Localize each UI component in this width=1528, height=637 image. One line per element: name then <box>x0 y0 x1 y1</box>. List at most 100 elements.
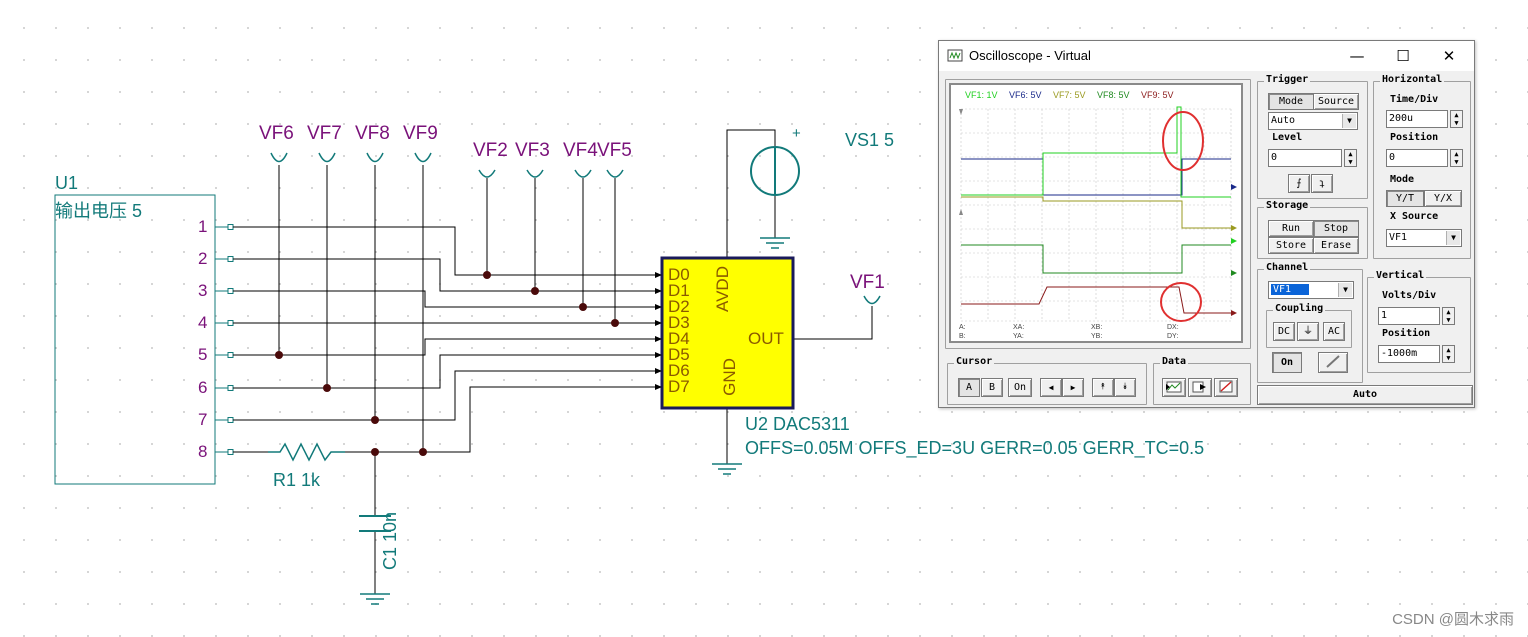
scope-display[interactable]: VF1: 1V VF6: 5V VF7: 5V VF8: 5V VF9: 5V <box>949 83 1243 343</box>
cursor-on-button[interactable]: On <box>1008 378 1032 397</box>
u1-name: U1 <box>55 173 79 193</box>
h-position-spinner[interactable]: ▲▼ <box>1450 149 1463 167</box>
trigger-mode-select[interactable]: Auto ▼ <box>1268 112 1358 130</box>
probe-vf7-label: VF7 <box>307 123 342 144</box>
dac-chip[interactable] <box>660 256 795 410</box>
minimize-button[interactable]: — <box>1349 47 1365 65</box>
coupling-ac-button[interactable]: AC <box>1323 322 1345 341</box>
data-clear-button[interactable] <box>1214 378 1238 397</box>
probe-vf9-label: VF9 <box>403 123 438 144</box>
cursor-a-button[interactable]: A <box>958 378 980 397</box>
channel-label-vf6: VF6: 5V <box>1009 90 1042 100</box>
u1-box[interactable] <box>54 194 216 485</box>
trigger-level-label: Level <box>1272 132 1303 143</box>
oscilloscope-window[interactable]: Oscilloscope - Virtual — ☐ ✕ VF1: 1V VF6… <box>938 40 1475 408</box>
auto-button[interactable]: Auto <box>1257 385 1473 405</box>
xsource-label: X Source <box>1390 211 1439 222</box>
dac-d4: D4 <box>668 329 690 348</box>
channel-select[interactable]: VF1 ▼ <box>1268 281 1354 299</box>
probe-symbols <box>270 152 881 305</box>
voltsdiv-label: Volts/Div <box>1382 290 1437 301</box>
h-mode-label: Mode <box>1390 174 1415 185</box>
pen-icon <box>1326 355 1340 368</box>
voltage-source-vs1[interactable] <box>750 146 800 196</box>
data-export-image-button[interactable] <box>1162 378 1186 397</box>
voltsdiv-spinner[interactable]: ▲▼ <box>1442 307 1455 325</box>
watermark: CSDN @圆木求雨 <box>1392 611 1514 628</box>
horizontal-group-title: Horizontal <box>1380 74 1445 85</box>
vertical-group: Vertical Volts/Div 1 ▲▼ Position -1000m … <box>1367 270 1471 373</box>
dac-d0: D0 <box>668 265 690 284</box>
storage-stop-button[interactable]: Stop <box>1313 220 1359 237</box>
vertical-group-title: Vertical <box>1374 270 1427 281</box>
v-position-spinner[interactable]: ▲▼ <box>1442 345 1455 363</box>
u1-pin-4: 4 <box>198 313 208 332</box>
close-button[interactable]: ✕ <box>1442 47 1456 65</box>
cursor-readout-dx: DX: <box>1167 324 1179 331</box>
data-export-data-button[interactable] <box>1188 378 1212 397</box>
trigger-source-button[interactable]: Source <box>1313 93 1359 110</box>
v-position-input[interactable]: -1000m <box>1378 345 1440 363</box>
title-bar[interactable]: Oscilloscope - Virtual — ☐ ✕ <box>939 41 1474 71</box>
trigger-level-spinner[interactable]: ▲▼ <box>1344 149 1357 167</box>
clear-icon <box>1219 380 1233 393</box>
mode-yx-button[interactable]: Y/X <box>1424 190 1462 207</box>
trigger-mode-button[interactable]: Mode <box>1268 93 1314 110</box>
cursor-readout-a: A: <box>959 324 966 331</box>
storage-erase-button[interactable]: Erase <box>1313 237 1359 254</box>
cursor-readout-b: B: <box>959 333 966 340</box>
waveform-plot <box>959 106 1237 322</box>
capacitor-c1[interactable] <box>359 515 391 532</box>
chevron-down-icon: ▼ <box>1342 114 1356 128</box>
data-group: Data <box>1153 356 1251 405</box>
cursor-readout-dy: DY: <box>1167 333 1179 340</box>
voltsdiv-input[interactable]: 1 <box>1378 307 1440 325</box>
wires <box>233 129 873 594</box>
data-group-title: Data <box>1160 356 1189 367</box>
coupling-dc-button[interactable]: DC <box>1273 322 1295 341</box>
junctions <box>275 271 619 456</box>
trigger-group-title: Trigger <box>1264 74 1311 85</box>
timediv-spinner[interactable]: ▲▼ <box>1450 110 1463 128</box>
cursor-down-button[interactable]: ⯯ <box>1114 378 1136 397</box>
probe-vf2-label: VF2 <box>473 140 508 161</box>
cursor-group: Cursor A B On ◀ ▶ ⯭ ⯯ <box>947 356 1147 405</box>
probe-vf3-label: VF3 <box>515 140 550 161</box>
storage-run-button[interactable]: Run <box>1268 220 1314 237</box>
trigger-rising-edge-button[interactable]: ⨍ <box>1288 174 1310 193</box>
dac-pin-markers <box>655 272 662 390</box>
maximize-button[interactable]: ☐ <box>1396 47 1410 65</box>
cursor-up-button[interactable]: ⯭ <box>1092 378 1114 397</box>
dac-d1: D1 <box>668 281 690 300</box>
cursor-right-button[interactable]: ▶ <box>1062 378 1084 397</box>
storage-group-title: Storage <box>1264 200 1311 211</box>
dac-gnd: GND <box>719 358 739 396</box>
coupling-gnd-button[interactable]: ⏚ <box>1297 322 1319 341</box>
xsource-select[interactable]: VF1 ▼ <box>1386 229 1462 247</box>
mode-yt-button[interactable]: Y/T <box>1386 190 1424 207</box>
trigger-falling-edge-button[interactable]: ʇ <box>1311 174 1333 193</box>
trigger-level-input[interactable]: 0 <box>1268 149 1342 167</box>
channel-label-vf7: VF7: 5V <box>1053 90 1086 100</box>
dac-params: OFFS=0.05M OFFS_ED=3U GERR=0.05 GERR_TC=… <box>745 438 1205 458</box>
channel-label-vf1: VF1: 1V <box>965 90 998 100</box>
ground-symbols <box>360 237 790 605</box>
dac-d2: D2 <box>668 297 690 316</box>
dac-out: OUT <box>748 329 784 348</box>
channel-group-title: Channel <box>1264 262 1311 273</box>
cursor-b-button[interactable]: B <box>981 378 1003 397</box>
channel-color-button[interactable] <box>1318 352 1348 373</box>
h-position-input[interactable]: 0 <box>1386 149 1448 167</box>
channel-on-button[interactable]: On <box>1272 352 1302 373</box>
u1-pin-3: 3 <box>198 281 208 300</box>
resistor-r1[interactable] <box>268 442 345 462</box>
storage-group: Storage Run Stop Store Erase <box>1257 200 1368 259</box>
cursor-left-button[interactable]: ◀ <box>1040 378 1062 397</box>
oscilloscope-app-icon <box>947 49 963 62</box>
timediv-input[interactable]: 200u <box>1386 110 1448 128</box>
dac-d7: D7 <box>668 377 690 396</box>
xsource-value: VF1 <box>1389 232 1408 243</box>
export-image-icon <box>1166 381 1182 393</box>
storage-store-button[interactable]: Store <box>1268 237 1314 254</box>
